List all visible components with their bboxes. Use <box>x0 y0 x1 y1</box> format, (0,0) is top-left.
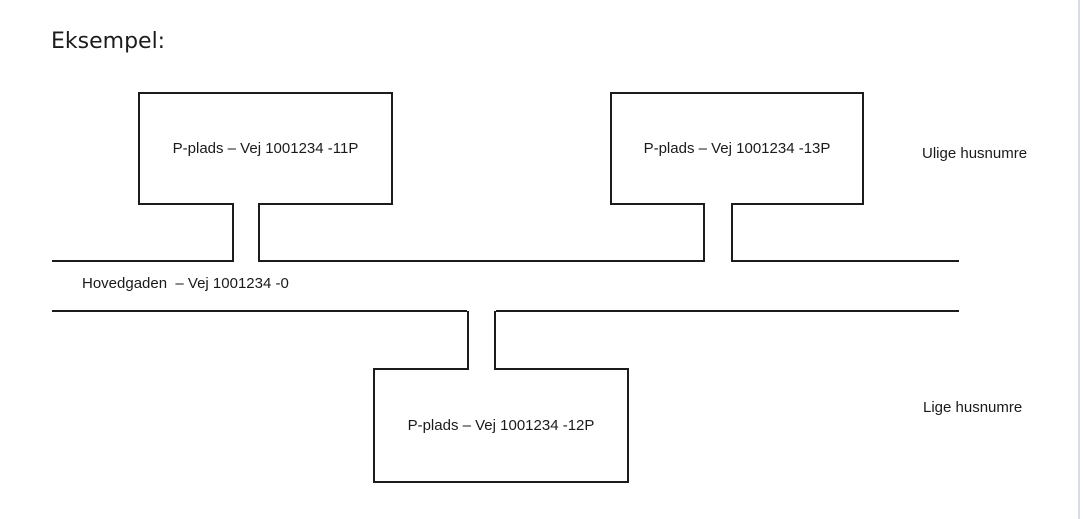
connector-line-11p <box>258 203 260 262</box>
connector-line-12p <box>494 311 496 370</box>
road-name-label: Hovedgaden – Vej 1001234 -0 <box>82 275 289 292</box>
odd-house-numbers-label: Ulige husnumre <box>922 145 1028 162</box>
connector-line-13p <box>731 203 733 262</box>
connector-opening-11p <box>234 202 258 208</box>
connector-opening-13p <box>705 202 731 208</box>
connector-opening-12p <box>469 367 494 373</box>
connector-line-11p <box>232 203 234 262</box>
road-line-lower <box>52 310 467 312</box>
connector-line-13p <box>703 203 705 262</box>
parking-box-12p: P-plads – Vej 1001234 -12P <box>373 368 629 483</box>
road-line-lower <box>496 310 959 312</box>
example-heading: Eksempel: <box>51 29 166 54</box>
parking-box-label: P-plads – Vej 1001234 -13P <box>643 140 831 157</box>
parking-box-label: P-plads – Vej 1001234 -11P <box>172 140 359 157</box>
connector-line-12p <box>467 311 469 370</box>
road-line-upper <box>260 260 703 262</box>
even-house-numbers-label: Lige husnumre <box>923 399 1023 416</box>
parking-box-13p: P-plads – Vej 1001234 -13P <box>610 92 864 205</box>
road-line-upper <box>733 260 959 262</box>
road-line-upper <box>52 260 232 262</box>
parking-box-label: P-plads – Vej 1001234 -12P <box>407 417 595 434</box>
page-edge-line <box>1078 0 1080 519</box>
parking-box-11p: P-plads – Vej 1001234 -11P <box>138 92 393 205</box>
